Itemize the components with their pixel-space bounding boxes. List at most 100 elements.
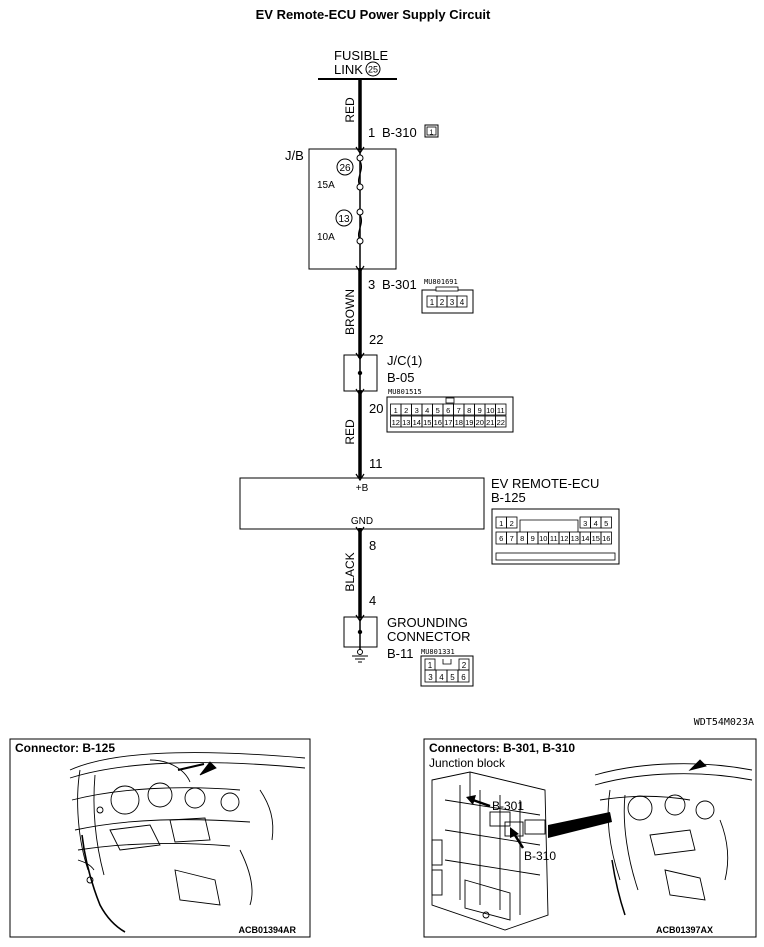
callout-label-b301: B-301 [492,799,524,813]
b310-name: B-310 [382,125,417,140]
fusible-link-number-circle [365,61,381,77]
b310-pin: 1 [368,125,375,140]
pin-number: 9 [478,406,482,415]
jc-label: J/C(1) [387,353,422,368]
b301-cells: 1 2 3 4 [426,295,468,308]
joint-dot [357,629,363,635]
pin-number: 4 [425,406,429,415]
connector-arrow [355,352,365,361]
ecu-connector-face [491,508,620,565]
connector-cell [600,516,612,529]
pin-number: 2 [462,661,467,670]
connector-arrow [355,388,365,397]
b310-icon-number: 1 [430,130,434,137]
panel-left-code: ACB01394AR [238,925,296,935]
fuse-upper-number: 26 [339,163,351,174]
pin-number: 3 [450,298,455,307]
callout-arrow-b301 [466,795,491,808]
pin-number: 13 [402,418,410,427]
jc-part-number: MU801515 [388,388,422,396]
diagram-code: WDT54M023A [694,717,754,728]
pin-number: 13 [571,534,579,543]
pin-number: 5 [450,673,455,682]
ecu-plus-b: +B [356,483,369,494]
pin-number: 20 [476,418,484,427]
ground-symbol-icon [352,655,368,663]
pin-number: 14 [413,418,421,427]
jc-connector-face [386,396,514,433]
pin-number: 6 [461,673,466,682]
b310-connector-icon [424,124,439,138]
pin-number: 3 [415,406,419,415]
connector-cell [495,403,507,416]
pin-number: 10 [539,534,547,543]
pin-number: 2 [404,406,408,415]
connector-cell [495,415,507,428]
pin-number: 21 [486,418,494,427]
pin-number: 1 [430,298,435,307]
wire-color-label: RED [343,97,357,123]
connector-arrow [355,526,365,535]
connector-arrow [355,146,365,155]
jc-pin-out: 20 [369,401,383,416]
pin-number: 15 [423,418,431,427]
dashboard-illustration [69,752,306,933]
jc-pin-in: 22 [369,332,383,347]
fuse-upper-number-circle [336,158,354,176]
pin-number: 3 [428,673,433,682]
connector-location-panel-right [423,738,757,938]
diagram-title: EV Remote-ECU Power Supply Circuit [256,7,491,22]
callout-arrow-b310 [510,827,525,849]
pin-number: 19 [465,418,473,427]
pin-number: 16 [434,418,442,427]
zoom-pointer [548,812,612,838]
dashboard-illustration [594,759,753,916]
b301-pin: 3 [368,277,375,292]
wire-color-label: BLACK [343,552,357,591]
pin-number: 7 [457,406,461,415]
ecu-gnd: GND [351,516,373,527]
fusible-link-label: FUSIBLE [334,48,389,63]
ground-part-number: MU801331 [421,648,455,656]
pin-number: 4 [439,673,444,682]
pin-number: 6 [446,406,450,415]
pin-number: 7 [510,534,514,543]
pin-number: 9 [531,534,535,543]
pin-number: 16 [602,534,610,543]
wire-color-label: RED [343,419,357,445]
b301-part-number: MU801691 [424,278,458,286]
fuse-lower-number: 13 [338,214,350,225]
pin-number: 12 [560,534,568,543]
pin-number: 18 [455,418,463,427]
b301-name: B-301 [382,277,417,292]
panel-right-code: ACB01397AX [656,925,713,935]
ecu-pin-in: 11 [369,456,383,471]
ecu-name: B-125 [491,490,526,505]
callout-label-b310: B-310 [524,849,556,863]
ecu-label: EV REMOTE-ECU [491,476,599,491]
jc-name: B-05 [387,370,414,385]
pin-number: 1 [428,661,433,670]
ground-pin: 4 [369,593,376,608]
pin-number: 2 [440,298,445,307]
pin-number: 1 [499,519,503,528]
pin-number: 5 [604,519,608,528]
ground-label: GROUNDING [387,615,468,630]
connector-location-panel-left [9,738,311,938]
pin-number: 8 [467,406,471,415]
wire-color-label: BROWN [343,289,357,335]
pin-number: 8 [520,534,524,543]
fusible-link-label-2: LINK [334,62,363,77]
pin-number: 10 [486,406,494,415]
ground-name: B-11 [387,646,414,661]
ground-cells: 1 2 3 4 5 6 [424,658,470,683]
connector-arrow [355,265,365,274]
pin-number: 11 [497,406,505,415]
panel-right-subtitle: Junction block [429,756,506,770]
jb-label: J/B [285,148,304,163]
fusible-link-number: 25 [368,65,378,75]
panel-left-title: Connector: B-125 [15,741,115,755]
pin-number: 22 [497,418,505,427]
